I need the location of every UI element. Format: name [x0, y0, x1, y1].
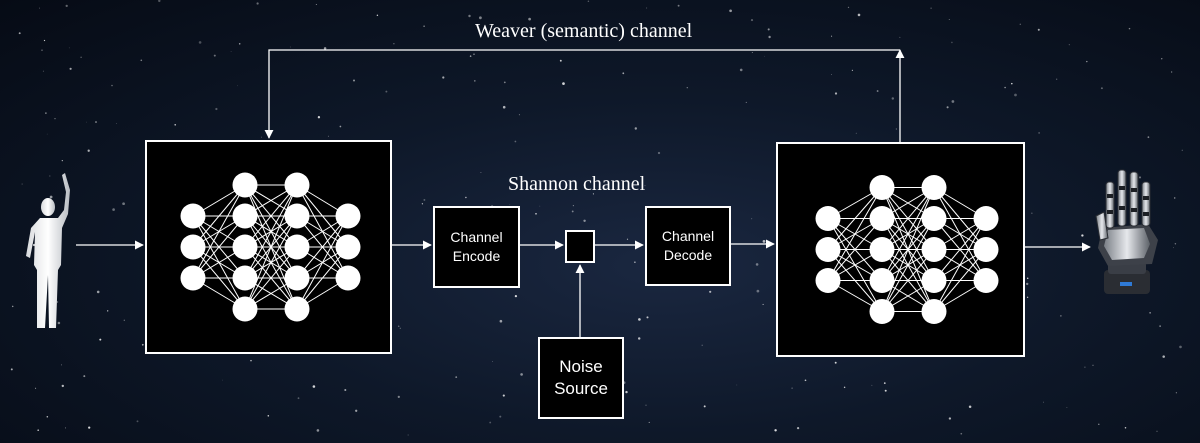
network-connection	[244, 215, 298, 310]
network-node	[284, 203, 310, 229]
network-connection	[296, 246, 349, 310]
network-node	[921, 237, 947, 262]
network-node	[921, 175, 947, 200]
network-connection	[244, 184, 298, 279]
network-connection	[827, 218, 883, 281]
network-node	[921, 206, 947, 231]
network-node	[284, 296, 310, 322]
network-node	[335, 265, 361, 291]
robotic-hand-icon	[1095, 169, 1158, 294]
network-connection	[244, 184, 298, 248]
network-connection	[296, 215, 349, 310]
network-node	[869, 268, 895, 293]
network-node	[284, 265, 310, 291]
network-node	[815, 206, 841, 231]
network-connection	[881, 187, 935, 281]
network-connection	[827, 187, 883, 250]
network-node	[180, 203, 206, 229]
channel-decode-label: Channel Decode	[661, 228, 715, 263]
network-node	[232, 234, 258, 260]
network-node	[869, 206, 895, 231]
weaver-feedback-loop-arrow	[264, 49, 900, 139]
network-connection	[296, 215, 349, 279]
network-node	[284, 234, 310, 260]
network-connection	[192, 215, 246, 279]
channel-decode-box: Channel Decode	[645, 206, 731, 286]
network-connection	[933, 218, 987, 281]
network-connection	[881, 249, 935, 312]
network-connection	[881, 187, 935, 312]
weaver-channel-label: Weaver (semantic) channel	[475, 20, 693, 42]
channel-encode-box: Channel Encode	[433, 206, 520, 288]
network-connection	[881, 187, 935, 250]
network-node	[284, 172, 310, 198]
encoder-neural-network	[180, 172, 361, 322]
network-node	[869, 175, 895, 200]
network-node	[232, 296, 258, 322]
network-connection	[933, 249, 987, 312]
network-node	[232, 265, 258, 291]
network-node	[869, 299, 895, 324]
network-node	[815, 237, 841, 262]
network-node	[180, 234, 206, 260]
noise-source-box: Noise Source	[538, 337, 624, 419]
noise-source-label: Noise Source	[554, 357, 608, 398]
network-node	[335, 203, 361, 229]
network-node	[869, 237, 895, 262]
network-node	[335, 234, 361, 260]
network-connection	[192, 184, 246, 279]
network-node	[921, 268, 947, 293]
network-node	[973, 206, 999, 231]
network-connection	[192, 184, 246, 248]
network-node	[180, 265, 206, 291]
network-connection	[881, 218, 935, 312]
semantic-encoder-box	[145, 140, 392, 354]
noise-adder-node	[565, 230, 595, 263]
network-node	[232, 172, 258, 198]
network-connection	[244, 184, 298, 310]
network-node	[921, 299, 947, 324]
network-node	[815, 268, 841, 293]
human-figure-icon	[26, 173, 70, 328]
network-connection	[244, 246, 298, 310]
network-node	[973, 237, 999, 262]
network-connection	[933, 218, 987, 312]
network-node	[232, 203, 258, 229]
shannon-channel-label: Shannon channel	[508, 173, 646, 195]
decoder-neural-network	[815, 175, 999, 324]
network-node	[973, 268, 999, 293]
channel-encode-label: Channel Encode	[450, 229, 503, 264]
network-connection	[827, 187, 883, 281]
semantic-decoder-box	[776, 142, 1025, 357]
